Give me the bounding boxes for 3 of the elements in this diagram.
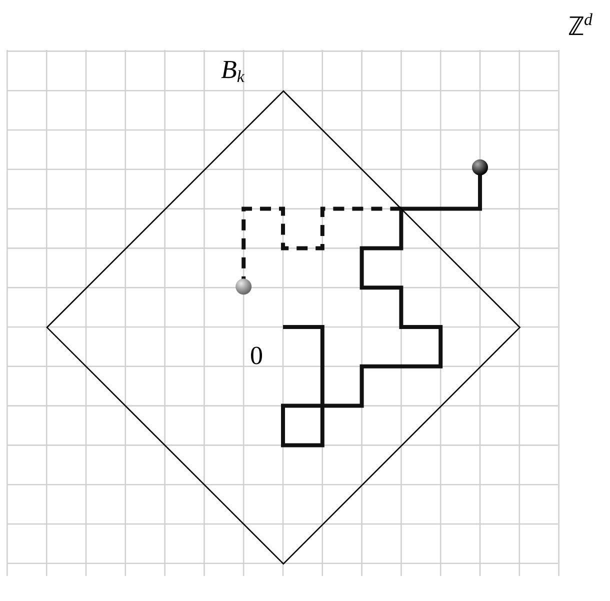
origin-label: 0 <box>250 343 263 369</box>
space-label: ℤ$^{d}$ <box>568 14 592 40</box>
set-label: B$_{k}$ <box>220 56 244 86</box>
